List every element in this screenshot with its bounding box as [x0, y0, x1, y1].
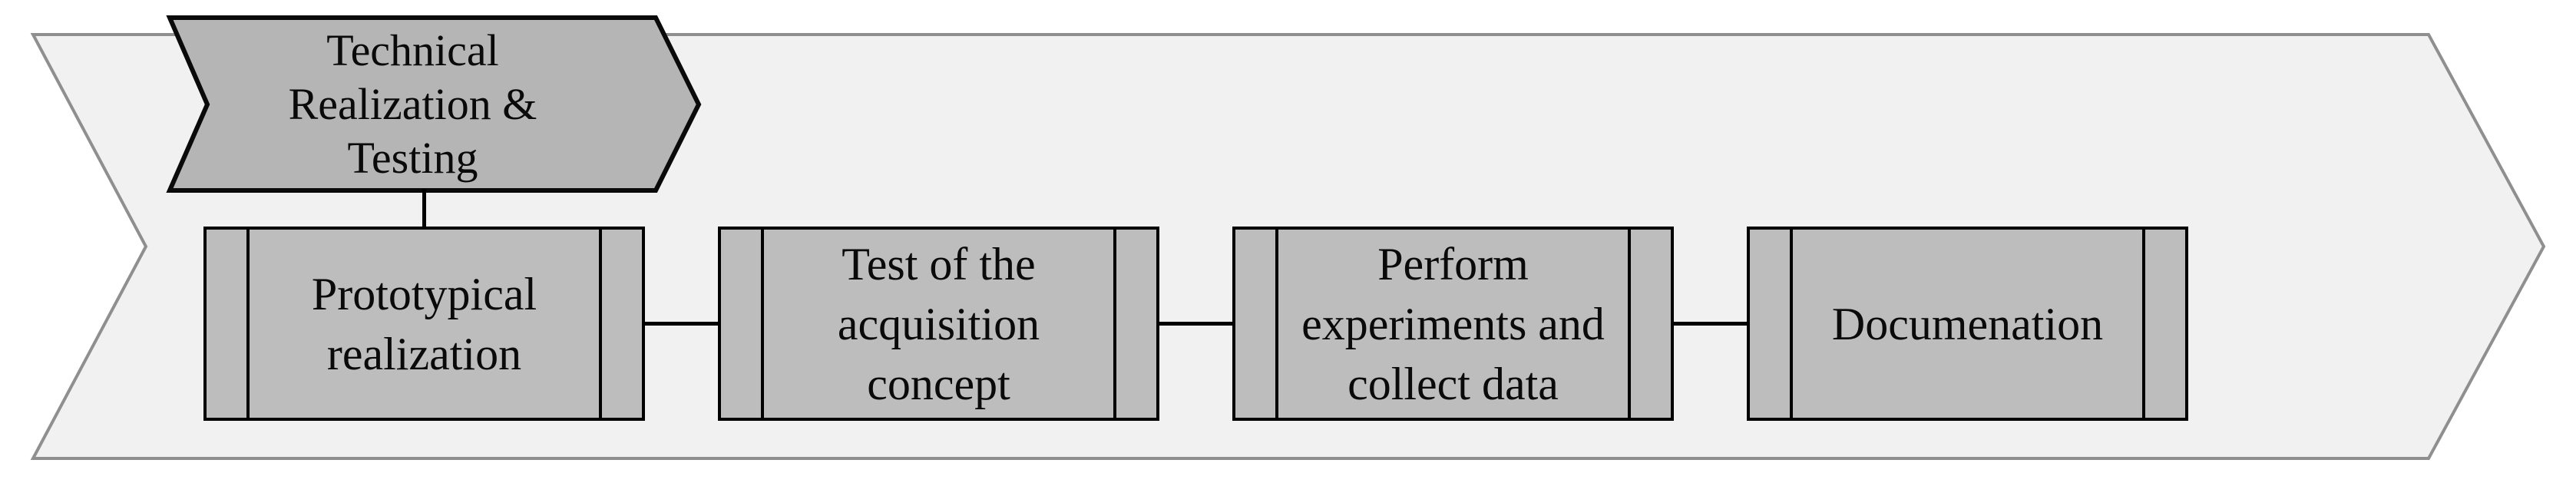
step-connector-2-3 — [1158, 322, 1234, 326]
step-left-bar — [1790, 230, 1793, 418]
phase-banner-chevron — [166, 15, 702, 193]
step-left-bar — [1275, 230, 1278, 418]
step-right-bar — [1628, 230, 1631, 418]
step-connector-3-4 — [1672, 322, 1748, 326]
step-left-bar — [761, 230, 764, 418]
step-box-test-of-acquisition-concept: Test of the acquisition concept — [718, 227, 1159, 421]
step-box-prototypical-realization: Prototypical realization — [203, 227, 645, 421]
step-right-bar — [599, 230, 602, 418]
step-label: Perform experiments and collect data — [1301, 238, 1605, 409]
step-connector-1-2 — [643, 322, 719, 326]
phase-label: Technical Realization & Testing — [288, 25, 537, 183]
phase-to-step-connector — [422, 189, 426, 228]
step-right-bar — [1113, 230, 1116, 418]
step-box-documenation: Documenation — [1747, 227, 2188, 421]
step-label: Documenation — [1831, 298, 2104, 349]
step-left-bar — [246, 230, 250, 418]
step-label: Prototypical realization — [311, 268, 537, 379]
step-right-bar — [2142, 230, 2145, 418]
step-box-perform-experiments: Perform experiments and collect data — [1232, 227, 1674, 421]
step-label: Test of the acquisition concept — [837, 238, 1040, 409]
